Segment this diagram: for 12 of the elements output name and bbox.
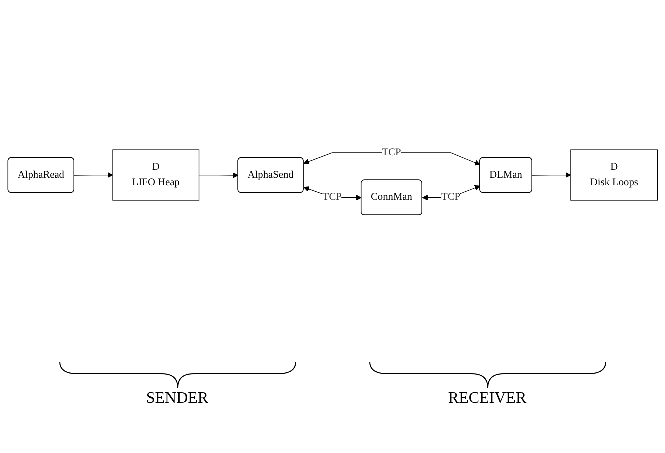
arrow: [198, 172, 238, 178]
arrow: [303, 152, 480, 166]
edge-label: TCP: [382, 146, 401, 158]
edge-label: TCP: [441, 192, 460, 203]
arrow: [74, 172, 113, 178]
arrow: [532, 172, 571, 178]
node-box: D LIFO Heap: [112, 150, 200, 201]
node-box: D Disk Loops: [570, 150, 658, 201]
group-label: RECEIVER: [448, 390, 527, 408]
edge-label: TCP: [322, 192, 342, 203]
group-label: SENDER: [146, 390, 209, 408]
arrow: [303, 186, 362, 201]
